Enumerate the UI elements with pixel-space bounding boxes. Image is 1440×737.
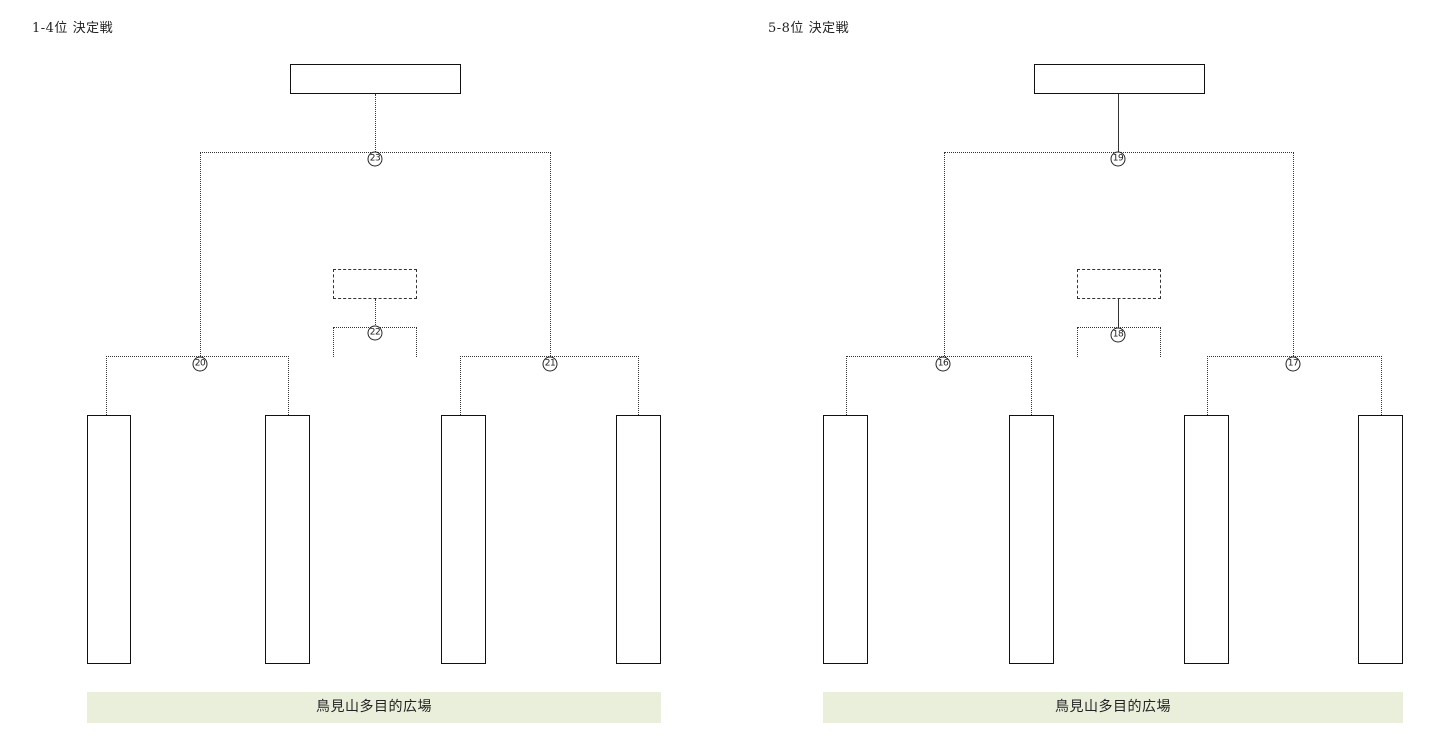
match-number-third-place: 22 (367, 325, 383, 341)
match-number-semi-right: 17 (1285, 356, 1301, 372)
connector (1160, 327, 1161, 357)
connector (288, 356, 289, 415)
connector (1031, 356, 1032, 415)
team-slot (616, 415, 661, 664)
team-slot (87, 415, 131, 664)
connector (638, 356, 639, 415)
connector (416, 327, 417, 357)
connector (1118, 299, 1119, 327)
placement-slot (1077, 269, 1161, 299)
team-slot (1358, 415, 1403, 664)
third-place-slot (333, 269, 417, 299)
connector (1077, 327, 1078, 357)
team-slot (265, 415, 310, 664)
match-number-final: 23 (367, 151, 383, 167)
match-number-semi-right: 21 (542, 356, 558, 372)
connector (1118, 94, 1119, 152)
connector (1207, 356, 1208, 415)
team-slot (823, 415, 868, 664)
connector (333, 327, 334, 357)
connector (846, 356, 847, 415)
connector (1293, 152, 1294, 356)
connector (460, 356, 461, 415)
connector (944, 152, 945, 356)
team-slot (1184, 415, 1229, 664)
connector (550, 152, 551, 356)
connector (106, 356, 107, 415)
venue-label: 鳥見山多目的広場 (823, 692, 1403, 723)
team-slot (441, 415, 486, 664)
match-number-semi-left: 20 (192, 356, 208, 372)
venue-label: 鳥見山多目的広場 (87, 692, 661, 723)
bracket-title: 1-4位 決定戦 (32, 21, 114, 36)
match-number-placement: 18 (1110, 327, 1126, 343)
bracket-1-4: 1-4位 決定戦 23 22 20 21 鳥見山多目的広場 (32, 21, 661, 723)
bracket-title: 5-8位 決定戦 (768, 21, 850, 36)
team-slot (1009, 415, 1054, 664)
connector (375, 299, 376, 327)
match-number-semi-left: 16 (935, 356, 951, 372)
connector (200, 152, 201, 356)
match-number-final: 19 (1110, 151, 1126, 167)
winner-slot (1034, 64, 1205, 94)
connector (1381, 356, 1382, 415)
bracket-5-8: 5-8位 決定戦 19 18 16 17 鳥見山多目的広場 (744, 0, 1440, 737)
connector (375, 94, 376, 152)
winner-slot (290, 64, 461, 94)
